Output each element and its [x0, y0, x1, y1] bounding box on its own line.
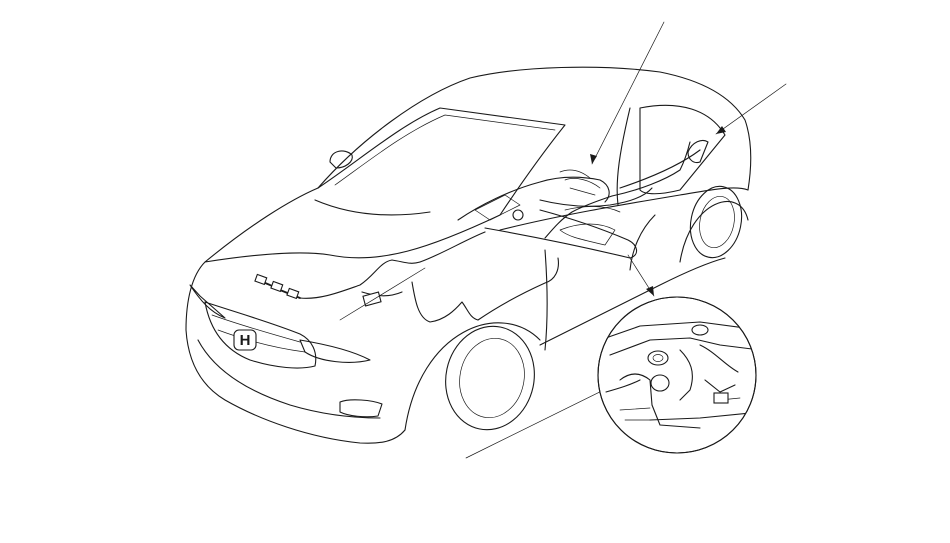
side-mirror — [329, 150, 353, 169]
headlight-left — [189, 284, 226, 319]
floor-pan — [484, 209, 638, 259]
wiring-harness — [254, 141, 701, 323]
inset-connector — [650, 374, 670, 392]
inset-bolt — [691, 324, 709, 336]
rear-door-edge — [629, 214, 656, 271]
front-bumper — [185, 261, 406, 444]
harness-rear — [611, 141, 691, 197]
center-harness-cluster — [559, 169, 601, 196]
interior-floor — [457, 176, 653, 259]
rear-door-glass — [639, 104, 726, 195]
inset-clip — [713, 392, 729, 404]
floor-detail — [474, 194, 521, 221]
seat-area-1 — [559, 223, 616, 246]
junction-block — [362, 291, 382, 307]
harness-floor-left — [477, 257, 559, 321]
inset-circle — [597, 296, 757, 454]
fog-light — [339, 399, 383, 418]
callout-line-right — [715, 83, 787, 135]
side-sill — [539, 257, 726, 346]
callout-line-bottom — [465, 379, 625, 459]
grille-bar-1 — [211, 314, 301, 343]
detail-inset — [597, 296, 757, 454]
dashboard — [457, 176, 610, 221]
main-harness-front — [299, 259, 421, 299]
front-lower-lip — [197, 339, 381, 419]
callout-arrow-right — [716, 126, 726, 134]
connector-1 — [254, 273, 268, 286]
windshield-inner — [334, 114, 556, 186]
inset-grommet — [647, 350, 669, 366]
seat-area-2 — [564, 206, 621, 213]
harness-floor-center — [544, 195, 613, 239]
ground-point — [512, 209, 524, 221]
inset-content — [599, 321, 756, 429]
grille-bar-2 — [217, 329, 306, 353]
car-body: H — [185, 66, 752, 444]
side-beltline — [499, 187, 749, 231]
center-tunnel — [539, 187, 653, 207]
emblem — [233, 329, 257, 351]
callout-arrow-top — [590, 154, 597, 164]
roof-outline — [317, 66, 752, 191]
connector-2 — [270, 280, 284, 293]
callout-line-top — [591, 21, 665, 165]
front-wheel — [404, 322, 541, 431]
callout-lines — [339, 21, 787, 459]
grille-outline — [204, 301, 317, 369]
main-harness-front-2 — [361, 291, 403, 297]
harness-rear-2 — [619, 149, 701, 189]
harness-drop-front — [411, 281, 479, 323]
brand-emblem-letter: H — [240, 332, 251, 349]
windshield — [317, 107, 566, 216]
rear-wheel — [679, 185, 749, 263]
hood-crease — [314, 199, 431, 216]
b-pillar — [616, 107, 631, 206]
harness-cowl — [419, 231, 486, 263]
front-door-edge — [544, 249, 548, 351]
fuel-door — [687, 139, 709, 164]
leader-arrow-inset — [646, 286, 654, 296]
hood — [204, 187, 501, 263]
callout-line-front — [339, 267, 426, 321]
connector-3 — [286, 287, 300, 300]
